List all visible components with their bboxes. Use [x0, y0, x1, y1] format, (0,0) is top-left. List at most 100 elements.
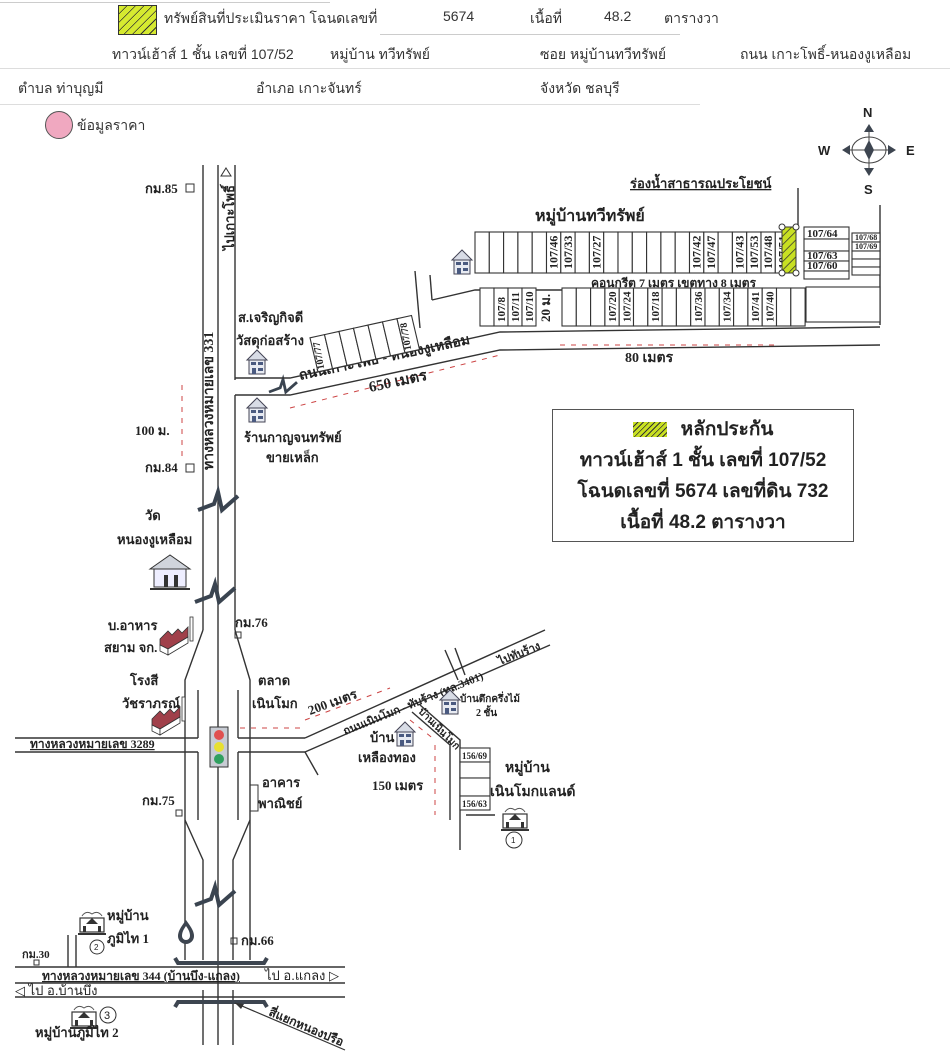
lot-156-63: 156/63: [462, 799, 488, 809]
km66-marker-icon: [230, 937, 238, 945]
soi-info: ซอย หมู่บ้านทวีทรัพย์: [540, 46, 667, 62]
legend-deed: โฉนดเลขที่ 5674 เลขที่ดิน 732: [577, 481, 829, 502]
lot: [851, 258, 881, 268]
lot-label: 107/8: [496, 296, 508, 322]
province-info: จังหวัด ชลบุรี: [540, 80, 620, 96]
lot-label: 107/48: [761, 236, 775, 269]
deed-number: 5674: [443, 8, 475, 24]
factory2-label-a: โรงสี: [129, 672, 158, 688]
lot: [521, 287, 537, 327]
lot-label: 107/43: [733, 236, 747, 269]
concrete-road-label: คอนกรีต 7 เมตร เขตทาง 8 เมตร: [591, 276, 757, 290]
to-kopho-label: ไปเกาะโพธิ์: [219, 183, 237, 252]
lot: [674, 231, 691, 274]
lot: [717, 231, 733, 274]
lot-label: 107/53: [747, 236, 761, 269]
shop1-type: วัสดุก่อสร้าง: [236, 333, 304, 349]
lot: [851, 250, 881, 260]
subject-swatch: [118, 5, 157, 35]
lot-label: 107/36: [693, 291, 705, 322]
collateral-legend: หลักประกัน ทาวน์เฮ้าส์ 1 ชั้น เลขที่ 107…: [552, 409, 854, 542]
house-info: ทาวน์เฮ้าส์ 1 ชั้น เลขที่ 107/52: [112, 46, 294, 62]
lot: [561, 287, 577, 327]
lot: [803, 270, 850, 280]
lot-label: 107/33: [561, 236, 575, 269]
km84-label: กม.84: [145, 460, 178, 475]
lot: [575, 287, 592, 327]
highway-331-label: ทางหลวงหมายเลข 331: [202, 332, 217, 470]
marker-3-icon: [99, 1006, 117, 1024]
collateral-swatch: [632, 422, 667, 438]
lot: [775, 287, 792, 327]
area-unit: ตารางวา: [664, 10, 719, 26]
lot-label: 107/60: [807, 260, 838, 272]
km85-marker-icon: [185, 183, 195, 193]
drain-label: ร่องน้ำสาธารณประโยชน์: [630, 173, 772, 191]
commercial-building-icon: [249, 784, 259, 812]
km76-marker-icon: [234, 631, 242, 639]
km75-label: กม.75: [142, 793, 175, 808]
commercial-label-a: อาคาร: [262, 775, 300, 790]
lot-label: 107/78: [399, 322, 415, 351]
lot: [790, 287, 806, 327]
temple-label-a: วัด: [145, 508, 161, 523]
market-label-b: เนินโมก: [252, 695, 298, 711]
subject-lot-107-52: [781, 226, 797, 274]
lot: [851, 266, 881, 276]
asset-label: ทรัพย์สินที่ประเมินราคา โฉนดเลขที่: [164, 10, 378, 26]
lot: [617, 231, 633, 274]
phumithai1-label-b: ภูมิไท 1: [107, 930, 149, 947]
legend-area: เนื้อที่ 48.2 ตารางวา: [620, 512, 786, 533]
compass-n: N: [863, 105, 872, 120]
km30-marker-icon: [33, 959, 40, 966]
marker-2-icon: [89, 939, 105, 955]
house-wood-label-a: บ้านตึกครึ่งไม้: [460, 691, 520, 705]
house-yellow-label-a: บ้าน: [370, 730, 395, 745]
km30-label: กม.30: [22, 949, 50, 961]
lot-label: 107/63: [807, 250, 838, 262]
house-icon: [451, 249, 473, 275]
price-marker-icon: [45, 111, 73, 139]
compass-w: W: [818, 143, 831, 158]
dist-150-label: 150 เมตร: [372, 778, 423, 793]
km75-marker-icon: [175, 809, 183, 817]
shop2-type: ขายเหล็ก: [266, 448, 319, 465]
lot-label: 107/27: [590, 236, 604, 269]
dist-200-label: 200 เมตร: [306, 686, 359, 718]
subdistrict-info: ตำบล ท่าบุญมี: [18, 80, 104, 96]
gas-station-icon: [178, 920, 194, 944]
highway-3289-label: ทางหลวงหมายเลข 3289: [30, 737, 155, 751]
lot: [704, 287, 720, 327]
factory2-label-b: วัชราภรณ์: [122, 696, 180, 711]
marker-1-label: 1: [511, 836, 516, 845]
village-icon: [77, 911, 107, 935]
factory-icon: [159, 616, 194, 656]
lot: [488, 231, 505, 274]
shop2-name: ร้านกาญจนทรัพย์: [244, 430, 342, 446]
noenmok-land-label-b: เนินโมกแลนด์: [490, 782, 575, 800]
bridge-north-icon: [173, 956, 269, 965]
lot-label: 107/24: [621, 291, 633, 322]
compass-rose-icon: N S E W: [818, 105, 915, 197]
lot: [503, 231, 519, 274]
to-banbueng-label: ◁ ไป อ.บ้านบึง: [15, 983, 97, 998]
lot-label: 107/34: [721, 291, 733, 322]
bridge-south-icon: [173, 1000, 269, 1009]
lot: [632, 287, 649, 327]
marker-1-icon: [505, 831, 523, 849]
marker-3-label: 3: [104, 1010, 110, 1022]
village-name: หมู่บ้านทวีทรัพย์: [535, 206, 645, 227]
market-label-a: ตลาด: [258, 673, 290, 688]
lot-label: 107/20: [607, 291, 619, 322]
lot-label: 107/64: [807, 228, 838, 240]
compass-e: E: [906, 143, 915, 158]
lot: [661, 287, 677, 327]
km66-label: กม.66: [241, 933, 274, 948]
factory1-label-b: สยาม จก.: [104, 640, 157, 655]
width-20-label: 20 ม.: [538, 294, 553, 322]
factory1-label-a: บ.อาหาร: [108, 618, 157, 633]
traffic-light-icon: [209, 726, 229, 768]
road-break-icon: [267, 377, 299, 394]
